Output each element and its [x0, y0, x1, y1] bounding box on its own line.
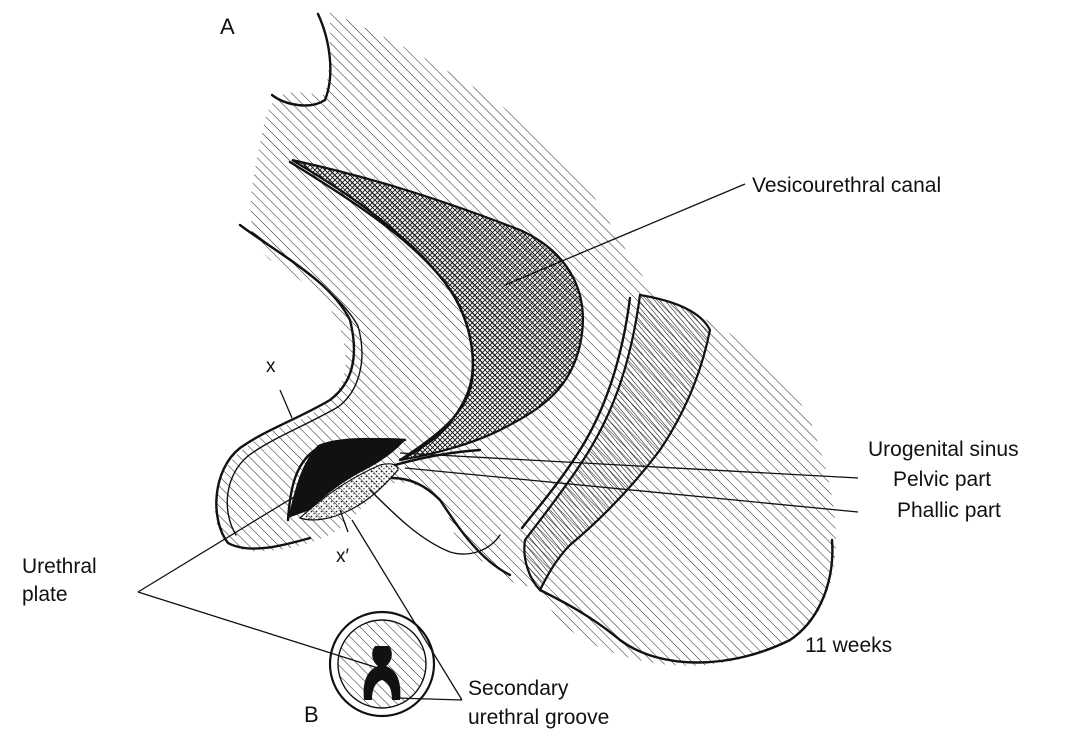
phallus-contour — [286, 438, 407, 522]
label-urogenital-sinus: Urogenital sinus — [868, 438, 1019, 461]
label-stage: 11 weeks — [805, 634, 892, 657]
dense-band-region — [523, 293, 712, 592]
panel-label-a: A — [220, 14, 235, 39]
secondary-groove-shape — [363, 646, 401, 700]
label-plate: plate — [22, 583, 68, 606]
label-vesicourethral-canal: Vesicourethral canal — [752, 174, 941, 197]
label-urethral: Urethral — [22, 555, 97, 578]
label-phallic-part: Phallic part — [897, 499, 1001, 522]
label-pelvic-part: Pelvic part — [893, 468, 991, 491]
band-inner-edge — [520, 296, 632, 530]
label-section-x: x — [266, 356, 276, 377]
section-marker-x-prime — [339, 509, 349, 533]
cross-section-outer-ring — [328, 610, 436, 718]
urogenital-sinus-channel — [393, 448, 482, 467]
label-urethral-groove: urethral groove — [468, 706, 609, 729]
outer-contour-upper — [270, 12, 332, 107]
label-secondary: Secondary — [468, 677, 569, 700]
thin-fold-contour — [369, 489, 501, 555]
panel-label-b: B — [304, 702, 319, 727]
urogenital-sinus-channel-lower — [390, 476, 512, 577]
leader-phallic — [404, 467, 859, 513]
urethral-plate-region — [288, 437, 405, 518]
label-section-x-prime: x′ — [336, 546, 350, 567]
canal-inner-edge — [288, 160, 474, 462]
lower-lobe-contour — [538, 538, 834, 664]
section-marker-x — [279, 389, 293, 419]
leader-secondary-1 — [351, 519, 463, 701]
leader-urethral-plate-1 — [137, 477, 326, 593]
leader-secondary-2 — [395, 697, 463, 701]
panel-b-cross-section — [328, 610, 436, 718]
inner-contour-lower — [226, 231, 363, 536]
leader-vesicourethral — [504, 183, 746, 286]
phallic-stipple-region — [298, 463, 399, 521]
leader-pelvic — [399, 452, 859, 479]
leader-urethral-plate-2 — [137, 591, 379, 669]
